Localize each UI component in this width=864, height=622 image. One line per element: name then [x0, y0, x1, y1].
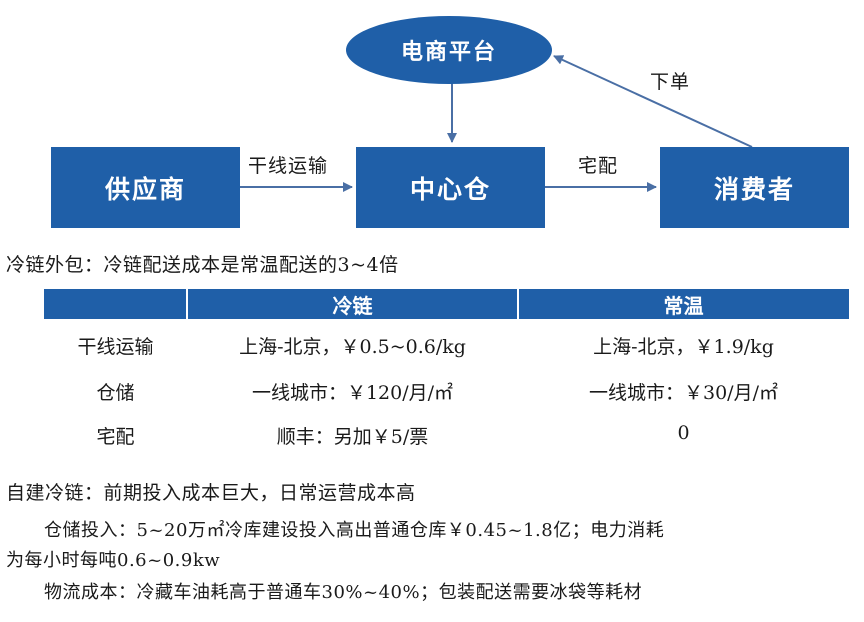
table-cell: 上海-北京，￥1.9/kg: [593, 336, 774, 358]
self-built-title: 自建冷链：前期投入成本巨大，日常运营成本高: [6, 482, 416, 504]
table-header-normal-temp: 常温: [518, 289, 849, 319]
table-row-label: 干线运输: [77, 336, 154, 358]
edge-label-delivery: 宅配: [578, 155, 619, 177]
table-cell: 上海-北京，￥0.5~0.6/kg: [239, 336, 466, 358]
table-cell: 一线城市：￥30/月/㎡: [589, 382, 778, 404]
outsourcing-title: 冷链外包：冷链配送成本是常温配送的3~4倍: [6, 254, 399, 276]
supplier-node: 供应商: [51, 147, 240, 228]
consumer-node: 消费者: [660, 147, 849, 228]
self-built-line3: 物流成本：冷藏车油耗高于普通车30%~40%；包装配送需要冰袋等耗材: [44, 582, 643, 603]
arrow-consumer-to-platform: [553, 55, 753, 148]
supplier-label: 供应商: [104, 174, 186, 204]
edge-label-order: 下单: [650, 71, 691, 93]
table-cell: 一线城市：￥120/月/㎡: [251, 382, 454, 404]
consumer-label: 消费者: [713, 174, 795, 204]
table-header-cold-chain: 冷链: [187, 289, 518, 319]
table-row-label: 宅配: [96, 426, 135, 448]
platform-label: 电商平台: [400, 39, 497, 65]
platform-node: 电商平台: [346, 16, 552, 84]
edge-label-trunk: 干线运输: [248, 155, 329, 177]
table-cell: 0: [677, 422, 690, 444]
table-header-blank: [44, 289, 187, 319]
warehouse-node: 中心仓: [356, 147, 545, 228]
self-built-line1: 仓储投入：5~20万㎡冷库建设投入高出普通仓库￥0.45~1.8亿；电力消耗: [44, 520, 665, 541]
table-cell: 顺丰：另加￥5/票: [276, 426, 429, 448]
table-header-divider: [186, 289, 188, 319]
warehouse-label: 中心仓: [409, 174, 491, 204]
table-row-label: 仓储: [96, 382, 135, 404]
table-header-divider: [517, 289, 519, 319]
self-built-line2: 为每小时每吨0.6~0.9kw: [6, 550, 221, 571]
